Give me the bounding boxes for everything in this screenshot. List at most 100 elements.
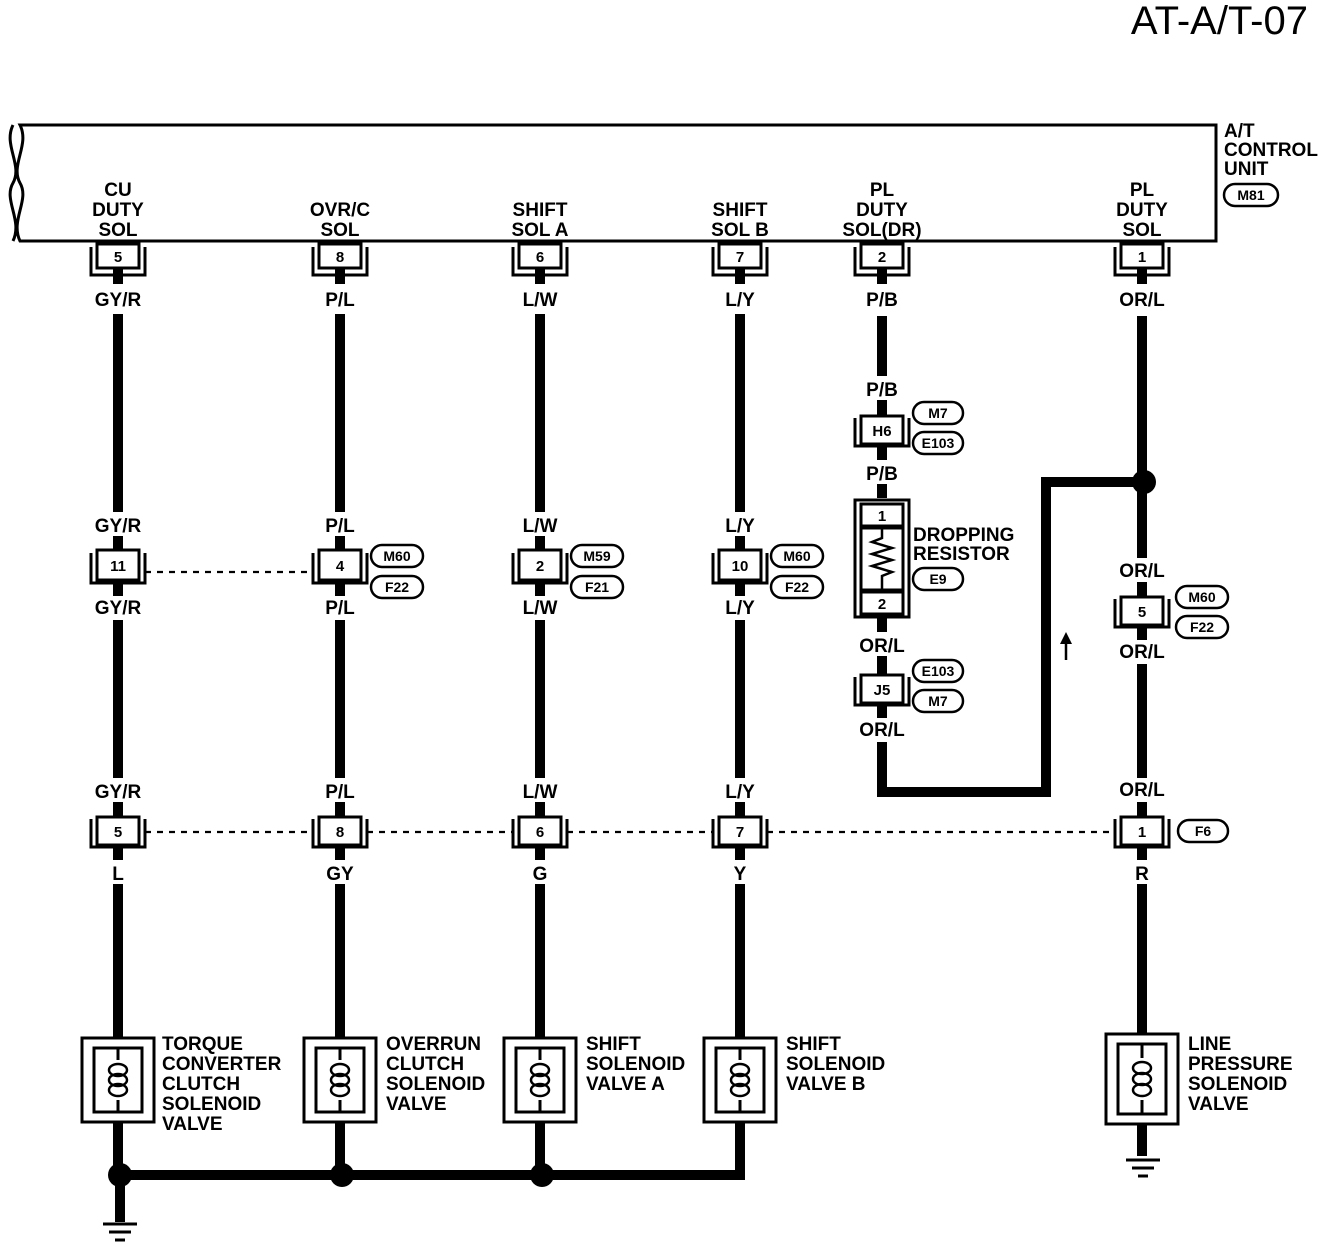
sb-mid-tag-1: M60 xyxy=(769,543,825,569)
sa-wire-top-label: L/W xyxy=(523,290,558,311)
ovr-mid-wire-below: P/L xyxy=(325,598,355,619)
pl-solenoid-valve-symbol xyxy=(1104,1032,1180,1126)
cu-device-label-4: SOLENOID xyxy=(162,1094,261,1115)
pl-wire-top-label: OR/L xyxy=(1119,290,1165,311)
pldr-j5-connector: J5 xyxy=(853,673,911,707)
sb-unit-pin: 7 xyxy=(736,249,744,266)
resistor-connector-tag-text: E9 xyxy=(929,571,946,587)
ovr-mid-tag-2: F22 xyxy=(369,574,425,600)
resistor-label-2: RESISTOR xyxy=(913,544,1010,565)
pl-bottom-tag: F6 xyxy=(1176,818,1230,844)
ovr-terminal-label-1: OVR/C xyxy=(310,200,370,221)
ground-icon-right xyxy=(1126,1158,1160,1178)
sa-bottom-pin: 6 xyxy=(536,824,544,841)
ovr-device-label-1: OVERRUN xyxy=(386,1034,481,1055)
sa-bottom-wire-below: G xyxy=(533,864,548,885)
pldr-unit-connector: 2 xyxy=(853,242,911,277)
pl-mid-tag-1: M60 xyxy=(1174,584,1230,610)
pl-mid-wire-below: OR/L xyxy=(1119,642,1165,663)
pldr-terminal-label-1: PL xyxy=(870,180,895,201)
ovr-bottom-wire-below: GY xyxy=(326,864,354,885)
sa-solenoid-valve-symbol xyxy=(502,1036,578,1124)
pldr-j5-wire-above: OR/L xyxy=(859,636,905,657)
resistor-label-1: DROPPING xyxy=(913,525,1014,546)
splice-dot-sa xyxy=(530,1163,554,1187)
sa-bottom-wire-above: L/W xyxy=(523,782,558,803)
ovr-bottom-pin: 8 xyxy=(336,824,344,841)
sb-solenoid-coil-icon xyxy=(729,1062,751,1078)
pl-bottom-connector: 1 xyxy=(1113,815,1171,849)
current-flow-arrow-icon xyxy=(1060,632,1072,660)
ovr-terminal-label-2: SOL xyxy=(320,220,359,241)
sa-mid-connector: 2 xyxy=(511,548,569,585)
cu-solenoid-coil-icon xyxy=(107,1062,129,1078)
pldr-j5-pin: J5 xyxy=(874,682,891,699)
pl-bottom-pin: 1 xyxy=(1138,824,1146,841)
sb-bottom-wire-above: L/Y xyxy=(725,782,755,803)
pl-device-label-3: SOLENOID xyxy=(1188,1074,1287,1095)
cu-terminal-label-3: SOL xyxy=(98,220,137,241)
ground-icon-left xyxy=(103,1222,137,1242)
ovr-bottom-connector: 8 xyxy=(311,815,369,849)
pl-bottom-wire-below: R xyxy=(1135,864,1149,885)
sb-bottom-wire-below: Y xyxy=(734,864,747,885)
ovr-mid-connector: 4 xyxy=(311,548,369,585)
pl-mid-wire-above: OR/L xyxy=(1119,561,1165,582)
pldr-terminal-label-2: DUTY xyxy=(856,200,908,221)
cu-device-label-3: CLUTCH xyxy=(162,1074,240,1095)
sb-device-label-2: SOLENOID xyxy=(786,1054,885,1075)
sa-terminal-label-2: SOL A xyxy=(511,220,568,241)
pldr-h6-connector: H6 xyxy=(853,414,911,448)
control-unit-label-2: CONTROL xyxy=(1224,140,1318,161)
sb-mid-wire-above: L/Y xyxy=(725,516,755,537)
pl-device-label-1: LINE xyxy=(1188,1034,1231,1055)
pldr-h6-wire-below: P/B xyxy=(866,464,898,485)
sb-mid-connector: 10 xyxy=(711,548,769,585)
resistor-pin-top: 1 xyxy=(878,508,886,525)
sb-mid-tag-2: F22 xyxy=(769,574,825,600)
pldr-unit-pin: 2 xyxy=(878,249,886,266)
pldr-h6-tag-1: M7 xyxy=(911,400,965,426)
cu-solenoid-valve-symbol xyxy=(80,1036,156,1124)
control-unit-label-1: A/T xyxy=(1224,121,1255,142)
pl-mid-tag-2-text: F22 xyxy=(1190,619,1214,635)
pldr-return-wire xyxy=(877,477,1146,797)
sa-device-label-3: VALVE A xyxy=(586,1074,665,1095)
sb-unit-connector: 7 xyxy=(711,242,769,277)
pl-mid-pin: 5 xyxy=(1138,604,1146,621)
pl-bottom-wire-above: OR/L xyxy=(1119,780,1165,801)
pldr-h6-tag-2-text: E103 xyxy=(922,435,955,451)
control-unit-box xyxy=(8,123,1218,243)
sb-terminal-label-1: SHIFT xyxy=(713,200,768,221)
ovr-wire-top-label: P/L xyxy=(325,290,355,311)
sb-device-label-1: SHIFT xyxy=(786,1034,841,1055)
sa-mid-wire-above: L/W xyxy=(523,516,558,537)
sb-wire-top-label: L/Y xyxy=(725,290,755,311)
sa-mid-tag-1: M59 xyxy=(569,543,625,569)
cu-bottom-connector: 5 xyxy=(89,815,147,849)
sb-solenoid-valve-symbol xyxy=(702,1036,778,1124)
pl-mid-connector: 5 xyxy=(1113,595,1171,629)
ovr-device-label-3: SOLENOID xyxy=(386,1074,485,1095)
pldr-j5-tag-2-text: M7 xyxy=(928,693,948,709)
ovr-mid-tag-2-text: F22 xyxy=(385,579,409,595)
sb-bottom-connector: 7 xyxy=(711,815,769,849)
pl-terminal-label-3: SOL xyxy=(1122,220,1161,241)
pldr-j5-tag-1-text: E103 xyxy=(922,663,955,679)
ovr-solenoid-valve-symbol xyxy=(302,1036,378,1124)
resistor-pin-bottom: 2 xyxy=(878,596,886,613)
pldr-j5-tag-2: M7 xyxy=(911,688,965,714)
ovr-unit-connector: 8 xyxy=(311,242,369,277)
pl-mid-tag-1-text: M60 xyxy=(1188,589,1215,605)
pldr-h6-pin: H6 xyxy=(872,423,891,440)
pl-terminal-label-1: PL xyxy=(1130,180,1155,201)
ovr-mid-wire-above: P/L xyxy=(325,516,355,537)
pldr-j5-wire-below: OR/L xyxy=(859,720,905,741)
sa-unit-connector: 6 xyxy=(511,242,569,277)
cu-mid-wire-below: GY/R xyxy=(95,598,142,619)
sb-mid-tag-1-text: M60 xyxy=(783,548,810,564)
cu-mid-wire-above: GY/R xyxy=(95,516,142,537)
cu-unit-connector: 5 xyxy=(89,242,147,277)
sb-mid-wire-below: L/Y xyxy=(725,598,755,619)
pldr-h6-tag-1-text: M7 xyxy=(928,405,948,421)
